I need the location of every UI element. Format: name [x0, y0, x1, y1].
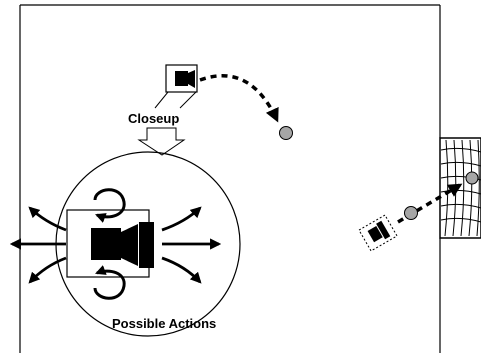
robot-path-top [199, 74, 279, 123]
field-boundary [19, 4, 441, 353]
closeup-label: Closeup [128, 111, 179, 126]
ball-icon [279, 126, 293, 140]
ball-icon [404, 206, 418, 220]
robot-icon [165, 64, 198, 93]
robot-icon [66, 209, 154, 278]
action-arrows [9, 206, 222, 284]
closeup-pointer [137, 91, 197, 156]
goal-net-icon [439, 137, 481, 239]
curved-arrow-icon [93, 188, 126, 300]
robot-icon [358, 214, 398, 252]
ball-icon [465, 171, 479, 185]
possible-actions-label: Possible Actions [112, 316, 216, 331]
